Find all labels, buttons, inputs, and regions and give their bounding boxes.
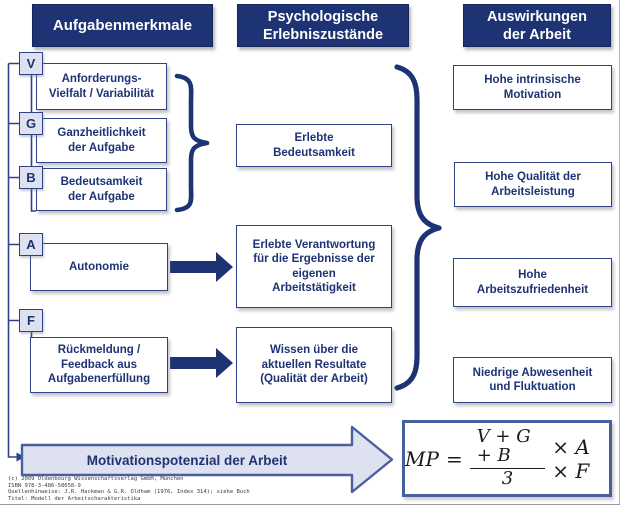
- task-box-bedeutsamkeit: Bedeutsamkeit der Aufgabe: [36, 168, 167, 211]
- task-box-anforderungsvielfalt: Anforderungs- Vielfalt / Variabilität: [36, 63, 167, 110]
- credit-line: Titel: Modell der Arbeitscharakteristika: [8, 495, 141, 502]
- header-aufgabenmerkmale: Aufgabenmerkmale: [32, 4, 213, 47]
- outcome-box-qualitaet-arbeitsleistung: Hohe Qualität der Arbeitsleistung: [454, 162, 612, 207]
- outcome-box-intrinsische-motivation: Hohe intrinsische Motivation: [453, 65, 612, 110]
- letter-square-a: A: [19, 233, 43, 256]
- formula-tail: × A × F: [552, 434, 590, 483]
- mp-formula-box: MP = V + G + B 3 × A × F: [402, 420, 612, 497]
- credits: (c) 2009 Oldenbourg Wissenschaftsverlag …: [8, 476, 338, 502]
- rail-arrowhead-icon: [16, 452, 25, 462]
- task-box-rueckmeldung: Rückmeldung / Feedback aus Aufgabenerfül…: [30, 337, 168, 393]
- letter-square-b: B: [19, 166, 43, 189]
- letter-square-v: V: [19, 52, 43, 75]
- arrow-autonomie-icon: [170, 252, 233, 282]
- psych-box-wissen-resultate: Wissen über die aktuellen Resultate (Qua…: [236, 327, 392, 403]
- psych-box-erlebte-bedeutsamkeit: Erlebte Bedeutsamkeit: [236, 124, 392, 167]
- formula-denominator: 3: [501, 467, 514, 489]
- arrow-feedback-icon: [170, 348, 233, 378]
- formula-lhs: MP: [405, 446, 439, 471]
- formula-fraction: V + G + B 3: [469, 427, 546, 489]
- brace-left-icon: [174, 73, 210, 213]
- credit-line: (c) 2009 Oldenbourg Wissenschaftsverlag …: [8, 476, 184, 482]
- letter-square-g: G: [19, 112, 43, 135]
- header-psychologische-erlebniszustaende: Psychologische Erlebniszustände: [237, 4, 409, 47]
- task-box-autonomie: Autonomie: [30, 243, 168, 291]
- psych-box-erlebte-verantwortung: Erlebte Verantwortung für die Ergebnisse…: [236, 225, 392, 308]
- outcome-box-abwesenheit-fluktuation: Niedrige Abwesenheit und Fluktuation: [453, 357, 612, 403]
- motivation-arrow-label: Motivationspotenzial der Arbeit: [86, 452, 288, 468]
- letter-square-f: F: [19, 309, 43, 332]
- rail-connector: [7, 62, 19, 458]
- formula-equals: =: [445, 446, 463, 471]
- motivation-arrow-shape: [20, 425, 394, 494]
- task-box-ganzheitlichkeit: Ganzheitlichkeit der Aufgabe: [36, 118, 167, 163]
- brace-right-icon: [394, 64, 442, 391]
- header-auswirkungen-der-arbeit: Auswirkungen der Arbeit: [463, 4, 611, 47]
- credit-line: Quellenhinweise: J.R. Hackman & G.R. Old…: [8, 489, 250, 496]
- credit-line: ISBN 978-3-486-58658-9: [8, 482, 81, 489]
- outcome-box-arbeitszufriedenheit: Hohe Arbeitszufriedenheit: [453, 258, 612, 307]
- formula-numerator: V + G + B: [469, 427, 546, 469]
